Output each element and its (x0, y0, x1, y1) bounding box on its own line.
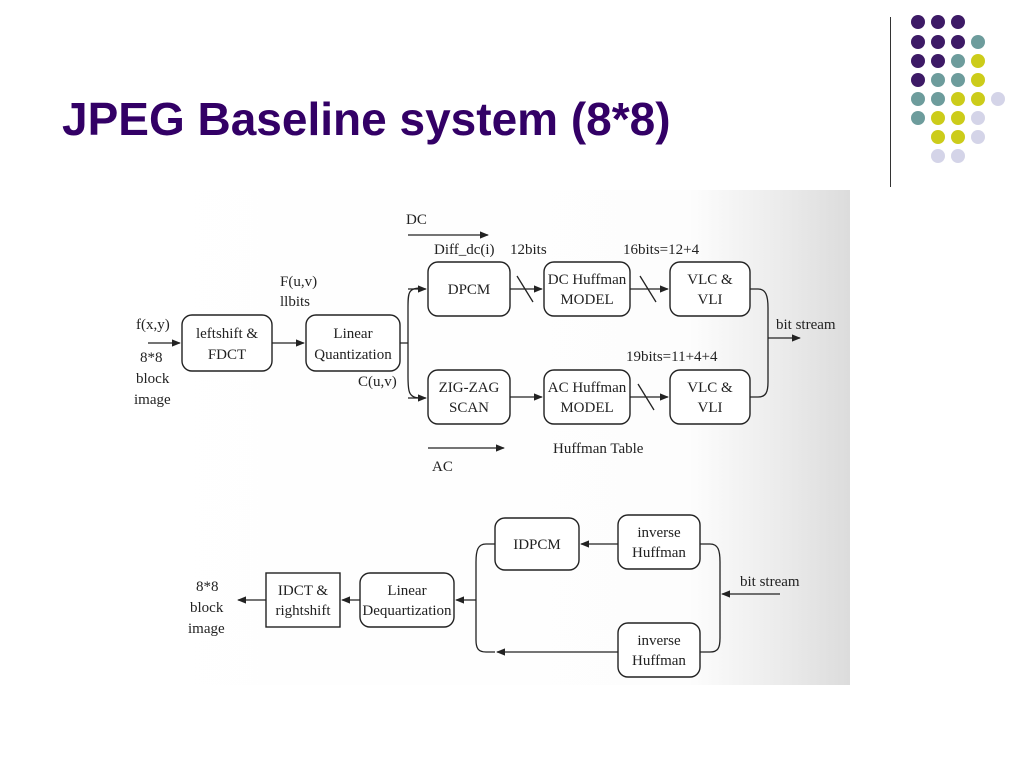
label-fuv: F(u,v) (280, 274, 317, 290)
decorative-dot (971, 54, 985, 68)
decorative-dot (911, 111, 925, 125)
label-output-8x8: 8*8 (196, 579, 219, 595)
vlcac-line2: VLI (698, 400, 723, 416)
decorative-dot (951, 35, 965, 49)
dchuff-line2: MODEL (560, 292, 613, 308)
label-diff-dc: Diff_dc(i) (434, 242, 495, 258)
dchuff-line1: DC Huffman (548, 272, 627, 288)
decorative-dot (971, 73, 985, 87)
jpeg-diagram: f(x,y) 8*8 block image leftshift & FDCT … (120, 190, 850, 685)
tick-12bits (516, 275, 534, 303)
vlcac-line1: VLC & (687, 380, 733, 396)
label-bitstream-in: bit stream (740, 574, 800, 590)
decoder-left-bracket (475, 543, 495, 653)
decorative-dot (931, 130, 945, 144)
dpcm-label: DPCM (448, 282, 491, 298)
label-huffman-table: Huffman Table (553, 441, 644, 457)
decorative-dot (951, 92, 965, 106)
label-12bits: 12bits (510, 242, 547, 258)
fdct-line1: leftshift & (196, 326, 258, 342)
label-11bits: llbits (280, 294, 310, 310)
idct-line1: IDCT & (278, 583, 328, 599)
invhuff-bottom-line2: Huffman (632, 653, 686, 669)
merge-bracket (750, 288, 769, 398)
decorative-dot (911, 54, 925, 68)
split-bracket (400, 287, 421, 399)
idpcm-label: IDPCM (513, 537, 561, 553)
decorative-dot (971, 35, 985, 49)
fdct-line2: FDCT (208, 347, 246, 363)
box-idct (265, 572, 341, 628)
zigzag-line1: ZIG-ZAG (439, 380, 500, 396)
box-inverse-huffman-bottom (617, 622, 701, 678)
idct-line2: rightshift (276, 603, 332, 619)
decorative-dot (931, 73, 945, 87)
tick-16bits (639, 275, 657, 303)
decorative-dot (931, 15, 945, 29)
label-fxy: f(x,y) (136, 317, 170, 333)
quant-line2: Quantization (314, 347, 392, 363)
decorative-dot (951, 54, 965, 68)
decorative-dot (911, 35, 925, 49)
achuff-line1: AC Huffman (548, 380, 627, 396)
vlcdc-line1: VLC & (687, 272, 733, 288)
decorative-dot (971, 92, 985, 106)
label-input-8x8: 8*8 (140, 350, 163, 366)
quant-line1: Linear (333, 326, 372, 342)
decorative-dot (911, 73, 925, 87)
decorative-dot (971, 130, 985, 144)
label-16bits: 16bits=12+4 (623, 242, 700, 258)
decorative-dot (911, 92, 925, 106)
zigzag-line2: SCAN (449, 400, 489, 416)
label-dc: DC (406, 212, 427, 228)
decoder-right-bracket (700, 543, 721, 653)
decorative-dot (931, 54, 945, 68)
label-output-image: image (188, 621, 225, 637)
title-divider (890, 17, 891, 187)
label-ac: AC (432, 459, 453, 475)
decorative-dot (951, 111, 965, 125)
decorative-dot (971, 111, 985, 125)
label-input-block: block (136, 371, 170, 387)
diagram-canvas: f(x,y) 8*8 block image leftshift & FDCT … (120, 190, 850, 685)
label-input-image: image (134, 392, 171, 408)
tick-19bits (637, 383, 655, 411)
box-inverse-huffman-top (617, 514, 701, 570)
slide-title: JPEG Baseline system (8*8) (62, 93, 671, 145)
label-19bits: 19bits=11+4+4 (626, 349, 718, 365)
decorative-dot-grid (911, 15, 1005, 163)
achuff-line2: MODEL (560, 400, 613, 416)
decorative-dot (951, 73, 965, 87)
decorative-dot (931, 149, 945, 163)
decorative-dot (991, 92, 1005, 106)
dequant-line1: Linear (387, 583, 426, 599)
label-cuv: C(u,v) (358, 374, 397, 390)
decorative-dot (951, 130, 965, 144)
label-bitstream-out: bit stream (776, 317, 836, 333)
dequant-line2: Dequartization (362, 603, 452, 619)
vlcdc-line2: VLI (698, 292, 723, 308)
invhuff-top-line1: inverse (637, 525, 681, 541)
decorative-dot (931, 111, 945, 125)
label-output-block: block (190, 600, 224, 616)
decorative-dot (951, 15, 965, 29)
invhuff-top-line2: Huffman (632, 545, 686, 561)
decorative-dot (931, 35, 945, 49)
decorative-dot (911, 15, 925, 29)
decorative-dot (951, 149, 965, 163)
invhuff-bottom-line1: inverse (637, 633, 681, 649)
decorative-dot (931, 92, 945, 106)
